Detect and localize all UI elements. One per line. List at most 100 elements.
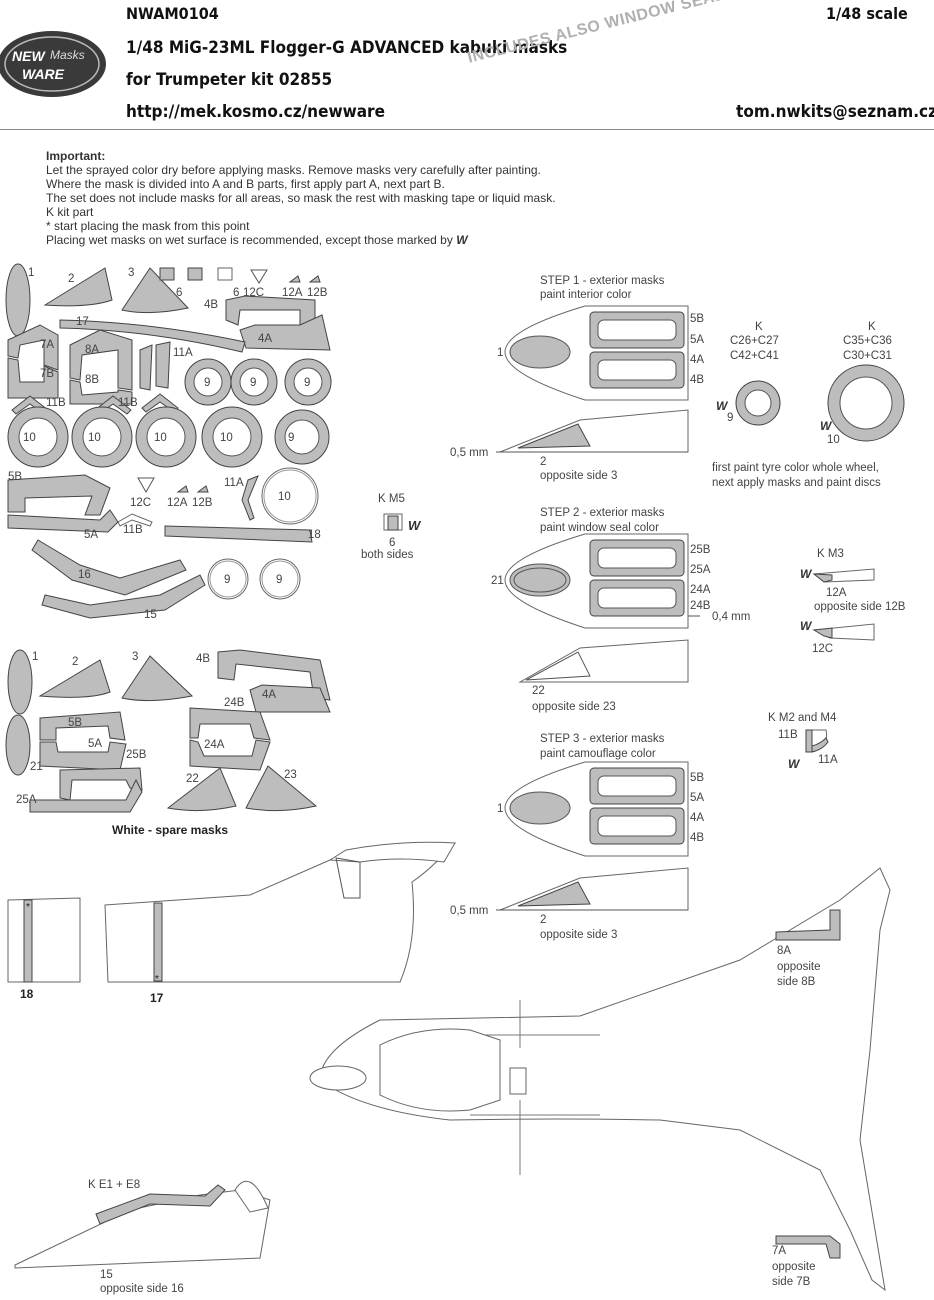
svg-text:6: 6 — [176, 287, 182, 299]
svg-text:W: W — [716, 399, 729, 413]
svg-text:5B: 5B — [690, 772, 704, 784]
step-labels: STEP 1 - exterior masks paint interior c… — [450, 275, 750, 941]
svg-text:opposite side 3: opposite side 3 — [540, 929, 617, 941]
svg-text:9: 9 — [224, 574, 230, 586]
svg-text:STEP 1 - exterior masks: STEP 1 - exterior masks — [540, 275, 665, 287]
svg-text:8A: 8A — [777, 945, 791, 957]
svg-text:9: 9 — [276, 574, 282, 586]
step-2 — [504, 533, 700, 683]
svg-text:25A: 25A — [16, 794, 37, 806]
step-1 — [496, 305, 689, 453]
logo: NEW Masks WARE — [0, 28, 112, 100]
svg-text:11B: 11B — [46, 397, 66, 409]
mask-12c — [250, 269, 268, 284]
svg-text:25B: 25B — [126, 749, 147, 761]
svg-text:2: 2 — [540, 456, 546, 468]
svg-text:10: 10 — [23, 432, 36, 444]
mask-6b — [187, 267, 203, 281]
instruction-line: * start placing the mask from this point — [46, 219, 250, 233]
wheel-rings-9 — [184, 358, 332, 406]
svg-text:8A: 8A — [85, 344, 99, 356]
product-code: NWAM0104 — [126, 4, 219, 23]
mask-2 — [43, 267, 113, 307]
svg-text:C30+C31: C30+C31 — [843, 350, 892, 362]
svg-text:4B: 4B — [690, 832, 704, 844]
instructions-heading: Important: — [46, 149, 106, 163]
svg-text:3: 3 — [132, 651, 138, 663]
instruction-line: Placing wet masks on wet surface is reco… — [46, 233, 468, 247]
svg-text:0,4 mm: 0,4 mm — [712, 611, 750, 623]
svg-text:10: 10 — [827, 434, 840, 446]
svg-text:12C: 12C — [130, 497, 151, 509]
svg-text:next apply masks and paint dis: next apply masks and paint discs — [712, 477, 881, 489]
svg-text:8B: 8B — [85, 374, 99, 386]
mask-sheet — [5, 263, 332, 619]
svg-text:11B: 11B — [778, 729, 798, 741]
svg-text:9: 9 — [250, 377, 256, 389]
svg-text:16: 16 — [78, 569, 91, 581]
svg-text:24B: 24B — [690, 600, 711, 612]
svg-text:4A: 4A — [690, 354, 704, 366]
svg-text:K M2 and M4: K M2 and M4 — [768, 712, 837, 724]
mask-7b — [7, 357, 59, 399]
svg-text:24B: 24B — [224, 697, 245, 709]
svg-text:2: 2 — [540, 914, 546, 926]
svg-text:3: 3 — [128, 267, 134, 279]
svg-text:STEP 2 - exterior masks: STEP 2 - exterior masks — [540, 507, 665, 519]
svg-text:W: W — [800, 567, 813, 581]
mask-4a — [239, 314, 331, 351]
mask-11a-2 — [241, 475, 259, 521]
svg-text:paint interior color: paint interior color — [540, 289, 632, 301]
mask-5b — [7, 474, 111, 516]
svg-text:6: 6 — [389, 537, 395, 549]
svg-text:opposite side 16: opposite side 16 — [100, 1283, 184, 1295]
website-link[interactable]: http://mek.kosmo.cz/newware — [126, 102, 385, 122]
ke-callout: K E1 + E8 15 opposite side 16 — [14, 1179, 271, 1295]
svg-text:4A: 4A — [690, 812, 704, 824]
svg-text:9: 9 — [288, 432, 294, 444]
svg-text:11A: 11A — [818, 754, 838, 766]
scale-label: 1/48 scale — [826, 4, 908, 23]
svg-text:12A: 12A — [167, 497, 188, 509]
logo-masks: Masks — [50, 48, 85, 62]
svg-text:10: 10 — [220, 432, 233, 444]
w-mark: W — [456, 233, 468, 247]
product-title: 1/48 MiG-23ML Flogger-G ADVANCED kabuki … — [126, 38, 568, 58]
instruction-line: The set does not include masks for all a… — [46, 191, 556, 205]
km2-callout: K M2 and M4 11B 11A W — [768, 712, 838, 771]
logo-oval — [0, 31, 106, 97]
svg-text:23: 23 — [284, 769, 297, 781]
svg-text:STEP 3 - exterior masks: STEP 3 - exterior masks — [540, 733, 665, 745]
mask-15 — [41, 574, 206, 619]
km3-callout: K M3 W 12A opposite side 12B W 12C — [800, 548, 906, 655]
svg-text:W: W — [820, 419, 833, 433]
svg-text:12B: 12B — [192, 497, 213, 509]
svg-text:12C: 12C — [243, 287, 264, 299]
svg-text:opposite side 12B: opposite side 12B — [814, 601, 906, 613]
svg-text:5A: 5A — [690, 792, 704, 804]
svg-text:25B: 25B — [690, 544, 711, 556]
instruction-line: Where the mask is divided into A and B p… — [46, 177, 445, 191]
svg-text:W: W — [788, 757, 801, 771]
svg-text:K M5: K M5 — [378, 493, 405, 505]
spare-masks: 1 2 3 4B 4A 24B 5B 5A 25B 24A 21 25A 22 … — [5, 649, 331, 837]
svg-text:5A: 5A — [690, 334, 704, 346]
product-subtitle: for Trumpeter kit 02855 — [126, 70, 333, 90]
email-link[interactable]: tom.nwkits@seznam.cz — [736, 102, 934, 122]
svg-text:both sides: both sides — [361, 549, 414, 561]
svg-text:side 8B: side 8B — [777, 976, 816, 988]
logo-ware: WARE — [22, 66, 64, 82]
svg-text:5B: 5B — [68, 717, 82, 729]
mask-6a — [159, 267, 175, 281]
svg-text:4B: 4B — [690, 374, 704, 386]
svg-text:25A: 25A — [690, 564, 711, 576]
svg-text:10: 10 — [88, 432, 101, 444]
fuselage-side-view: * * 18 17 — [7, 841, 457, 1005]
svg-text:9: 9 — [204, 377, 210, 389]
mask-7a — [7, 324, 59, 371]
svg-text:24A: 24A — [690, 584, 711, 596]
svg-text:7A: 7A — [40, 339, 54, 351]
step-3 — [496, 761, 689, 911]
svg-text:4B: 4B — [196, 653, 210, 665]
svg-text:1: 1 — [497, 803, 503, 815]
